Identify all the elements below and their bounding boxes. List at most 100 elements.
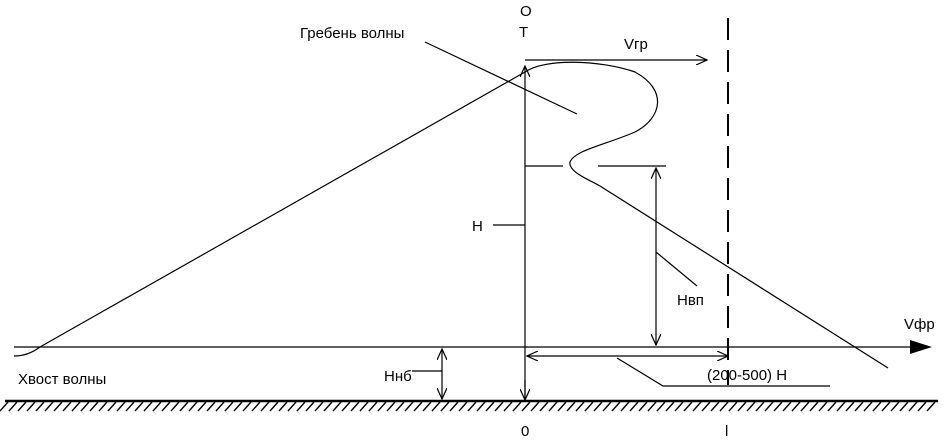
hatch-stroke	[35, 401, 45, 412]
hatch-stroke	[845, 401, 855, 412]
hatch-stroke	[260, 401, 270, 412]
hatch-stroke	[80, 401, 90, 412]
hatch-stroke	[368, 401, 378, 412]
hatch-stroke	[548, 401, 558, 412]
hatch-stroke	[746, 401, 756, 412]
hatch-stroke	[890, 401, 900, 412]
hatch-stroke	[350, 401, 360, 412]
hatch-stroke	[638, 401, 648, 412]
wave-crest-curve	[524, 61, 889, 369]
hatch-stroke	[917, 401, 927, 412]
hatch-stroke	[215, 401, 225, 412]
hatch-stroke	[683, 401, 693, 412]
hatch-stroke	[377, 401, 387, 412]
hatch-stroke	[692, 401, 702, 412]
hatch-stroke	[773, 401, 783, 412]
hatch-stroke	[521, 401, 531, 412]
hatch-stroke	[710, 401, 720, 412]
hatch-stroke	[449, 401, 459, 412]
hvp-label: Hвп	[677, 292, 704, 309]
hatch-stroke	[584, 401, 594, 412]
hatch-stroke	[467, 401, 477, 412]
hatch-stroke	[764, 401, 774, 412]
axis-t-label: T	[519, 24, 528, 41]
hatch-stroke	[593, 401, 603, 412]
tail-label: Хвост волны	[18, 371, 106, 388]
hatch-stroke	[602, 401, 612, 412]
axis-o-label: O	[520, 3, 532, 20]
hatch-stroke	[827, 401, 837, 412]
hatch-stroke	[413, 401, 423, 412]
hatch-stroke	[539, 401, 549, 412]
hvp-leader-line	[655, 251, 698, 287]
group-velocity-label: Vгр	[624, 36, 648, 53]
front-direction-arrowhead	[910, 340, 932, 354]
hatch-stroke	[647, 401, 657, 412]
hatch-stroke	[854, 401, 864, 412]
bottom-l-label: l	[725, 423, 728, 440]
hatch-stroke	[611, 401, 621, 412]
hatch-stroke	[179, 401, 189, 412]
hatch-stroke	[755, 401, 765, 412]
front-velocity-label: Vфр	[904, 316, 935, 333]
h-label: H	[472, 218, 483, 235]
hatch-stroke	[674, 401, 684, 412]
bottom-zero-label: 0	[521, 423, 529, 440]
hnb-label: Hнб	[384, 368, 412, 385]
wave-back-slope	[13, 71, 526, 357]
hatch-stroke	[305, 401, 315, 412]
crest-leader-line	[424, 41, 578, 115]
hatch-stroke	[800, 401, 810, 412]
hatch-stroke	[332, 401, 342, 412]
hatch-stroke	[314, 401, 324, 412]
hatch-stroke	[458, 401, 468, 412]
hatch-stroke	[26, 401, 36, 412]
hatch-stroke	[62, 401, 72, 412]
hatch-stroke	[89, 401, 99, 412]
hatch-stroke	[251, 401, 261, 412]
hatch-stroke	[503, 401, 513, 412]
hatch-stroke	[629, 401, 639, 412]
ground-hatching	[0, 401, 936, 412]
distance-label: (200-500) H	[707, 367, 787, 384]
hatch-stroke	[170, 401, 180, 412]
hatch-stroke	[737, 401, 747, 412]
hatch-stroke	[494, 401, 504, 412]
hatch-stroke	[809, 401, 819, 412]
hatch-stroke	[782, 401, 792, 412]
hatch-stroke	[161, 401, 171, 412]
hatch-stroke	[53, 401, 63, 412]
hatch-stroke	[287, 401, 297, 412]
hatch-stroke	[125, 401, 135, 412]
hatch-stroke	[107, 401, 117, 412]
hatch-stroke	[359, 401, 369, 412]
hatch-stroke	[278, 401, 288, 412]
hatch-stroke	[44, 401, 54, 412]
hatch-stroke	[701, 401, 711, 412]
hatch-stroke	[296, 401, 306, 412]
hatch-stroke	[8, 401, 18, 412]
hatch-stroke	[728, 401, 738, 412]
hatch-stroke	[836, 401, 846, 412]
hatch-stroke	[557, 401, 567, 412]
hatch-stroke	[143, 401, 153, 412]
hatch-stroke	[17, 401, 27, 412]
hatch-stroke	[908, 401, 918, 412]
hatch-stroke	[0, 401, 9, 412]
hatch-stroke	[422, 401, 432, 412]
hatch-stroke	[665, 401, 675, 412]
hatch-stroke	[719, 401, 729, 412]
hatch-stroke	[899, 401, 909, 412]
hatch-stroke	[323, 401, 333, 412]
ground	[0, 399, 938, 412]
hatch-stroke	[404, 401, 414, 412]
hatch-stroke	[440, 401, 450, 412]
hatch-stroke	[881, 401, 891, 412]
hatch-stroke	[872, 401, 882, 412]
distance-leader-line	[616, 357, 830, 387]
hatch-stroke	[269, 401, 279, 412]
hatch-stroke	[116, 401, 126, 412]
hatch-stroke	[818, 401, 828, 412]
hatch-stroke	[188, 401, 198, 412]
